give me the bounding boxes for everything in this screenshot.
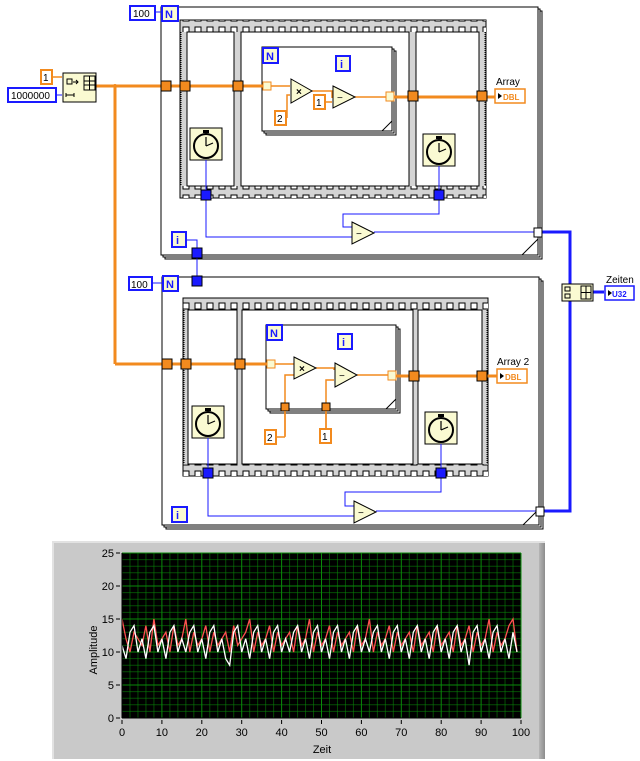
svg-text:1000000: 1000000 (11, 91, 50, 102)
svg-text:1: 1 (43, 73, 49, 84)
x-tick-label: 0 (119, 727, 125, 739)
svg-text:−: − (356, 229, 362, 240)
constant-multiplier-1[interactable]: 2 (274, 110, 287, 126)
y-tick-label: 10 (102, 647, 114, 659)
x-tick-label: 50 (315, 727, 327, 739)
subtract-node-2b[interactable]: − (353, 500, 378, 524)
inner2-iteration-terminal: i (337, 333, 353, 350)
svg-text:−: − (339, 371, 345, 382)
svg-text:1: 1 (322, 432, 328, 443)
svg-text:−: − (337, 93, 343, 104)
inner1-iteration-terminal: i (335, 55, 351, 72)
series-line-1 (121, 623, 518, 668)
plot-axes: 0 10 20 30 40 50 60 70 80 90 100 0 5 10 15 20 25 (102, 548, 530, 739)
svg-text:DBL: DBL (505, 373, 522, 382)
loop1-iteration-terminal: i (171, 231, 187, 248)
zeiten-label: Zeiten (606, 275, 634, 286)
svg-text:×: × (299, 364, 305, 375)
y-tick-label: 0 (108, 713, 114, 725)
loop2-count-terminal: N (162, 275, 179, 292)
constant-init-value[interactable]: 1 (40, 69, 53, 85)
svg-text:N: N (166, 279, 174, 291)
multiply-node-1[interactable]: × (290, 78, 314, 104)
svg-text:1: 1 (316, 98, 322, 109)
svg-text:i: i (342, 337, 345, 349)
multiply-node-2[interactable]: × (293, 356, 318, 380)
svg-text:2: 2 (277, 114, 283, 125)
y-axis-label: Amplitude (88, 626, 100, 675)
tick-count-icon[interactable] (424, 411, 458, 445)
array2-indicator[interactable]: DBL (496, 368, 528, 384)
x-tick-label: 20 (196, 727, 208, 739)
subtract-node-1[interactable]: − (332, 85, 357, 109)
subtract-node-1b[interactable]: − (351, 221, 376, 245)
inner1-count-terminal: N (262, 47, 279, 64)
svg-text:−: − (358, 508, 364, 519)
sequence-frame-1 (187, 309, 238, 465)
x-tick-label: 10 (156, 727, 168, 739)
array2-label: Array 2 (497, 357, 530, 368)
y-tick-label: 25 (102, 548, 114, 560)
tick-count-icon[interactable] (189, 127, 223, 161)
x-tick-label: 80 (435, 727, 447, 739)
constant-multiplier-2[interactable]: 2 (264, 429, 277, 445)
loop1-count-terminal: N (161, 5, 179, 22)
constant-loop2-count[interactable]: 100 (128, 276, 153, 291)
x-tick-label: 60 (355, 727, 367, 739)
plot-series (121, 617, 518, 668)
block-diagram: × − − × − − 1 1000000 100 100 (7, 5, 635, 530)
tick-count-icon[interactable] (191, 405, 225, 439)
svg-text:N: N (270, 328, 278, 340)
svg-text:i: i (340, 59, 343, 71)
y-tick-label: 20 (102, 581, 114, 593)
initialize-array-node[interactable] (62, 72, 97, 103)
svg-text:100: 100 (133, 9, 150, 20)
array-label: Array (496, 77, 520, 88)
loop2-iteration-terminal: i (171, 506, 188, 523)
y-tick-label: 15 (102, 614, 114, 626)
svg-text:i: i (176, 510, 179, 522)
svg-text:100: 100 (131, 280, 148, 291)
subtract-node-2[interactable]: − (334, 362, 359, 388)
constant-array-size[interactable]: 1000000 (7, 87, 57, 103)
constant-loop1-count[interactable]: 100 (129, 5, 156, 21)
svg-text:×: × (296, 87, 302, 98)
svg-text:N: N (266, 51, 274, 63)
svg-text:i: i (176, 235, 179, 247)
svg-text:N: N (165, 9, 173, 21)
inner2-count-terminal: N (266, 324, 283, 341)
sequence-frame-1 (186, 31, 235, 187)
x-tick-label: 70 (395, 727, 407, 739)
zeiten-indicator[interactable]: U32 (604, 285, 635, 301)
x-tick-label: 90 (475, 727, 487, 739)
build-array-node[interactable] (561, 283, 594, 302)
x-tick-label: 100 (512, 727, 530, 739)
y-tick-label: 5 (108, 680, 114, 692)
tick-count-icon[interactable] (422, 133, 456, 167)
x-axis-label: Zeit (313, 744, 331, 756)
svg-text:DBL: DBL (503, 93, 520, 102)
x-tick-label: 40 (275, 727, 287, 739)
waveform-graph[interactable]: 0 10 20 30 40 50 60 70 80 90 100 0 5 10 15 20 25 Amplitu… (52, 541, 545, 759)
inner-for-loop-2[interactable] (265, 324, 401, 414)
svg-text:U32: U32 (612, 290, 627, 299)
x-tick-label: 30 (236, 727, 248, 739)
array-indicator[interactable]: DBL (494, 88, 526, 104)
graph-frame-shade (539, 543, 545, 759)
constant-subtrahend-2[interactable]: 1 (319, 428, 332, 444)
svg-text:2: 2 (267, 433, 273, 444)
constant-subtrahend-1[interactable]: 1 (313, 94, 326, 110)
tunnels (160, 80, 545, 517)
